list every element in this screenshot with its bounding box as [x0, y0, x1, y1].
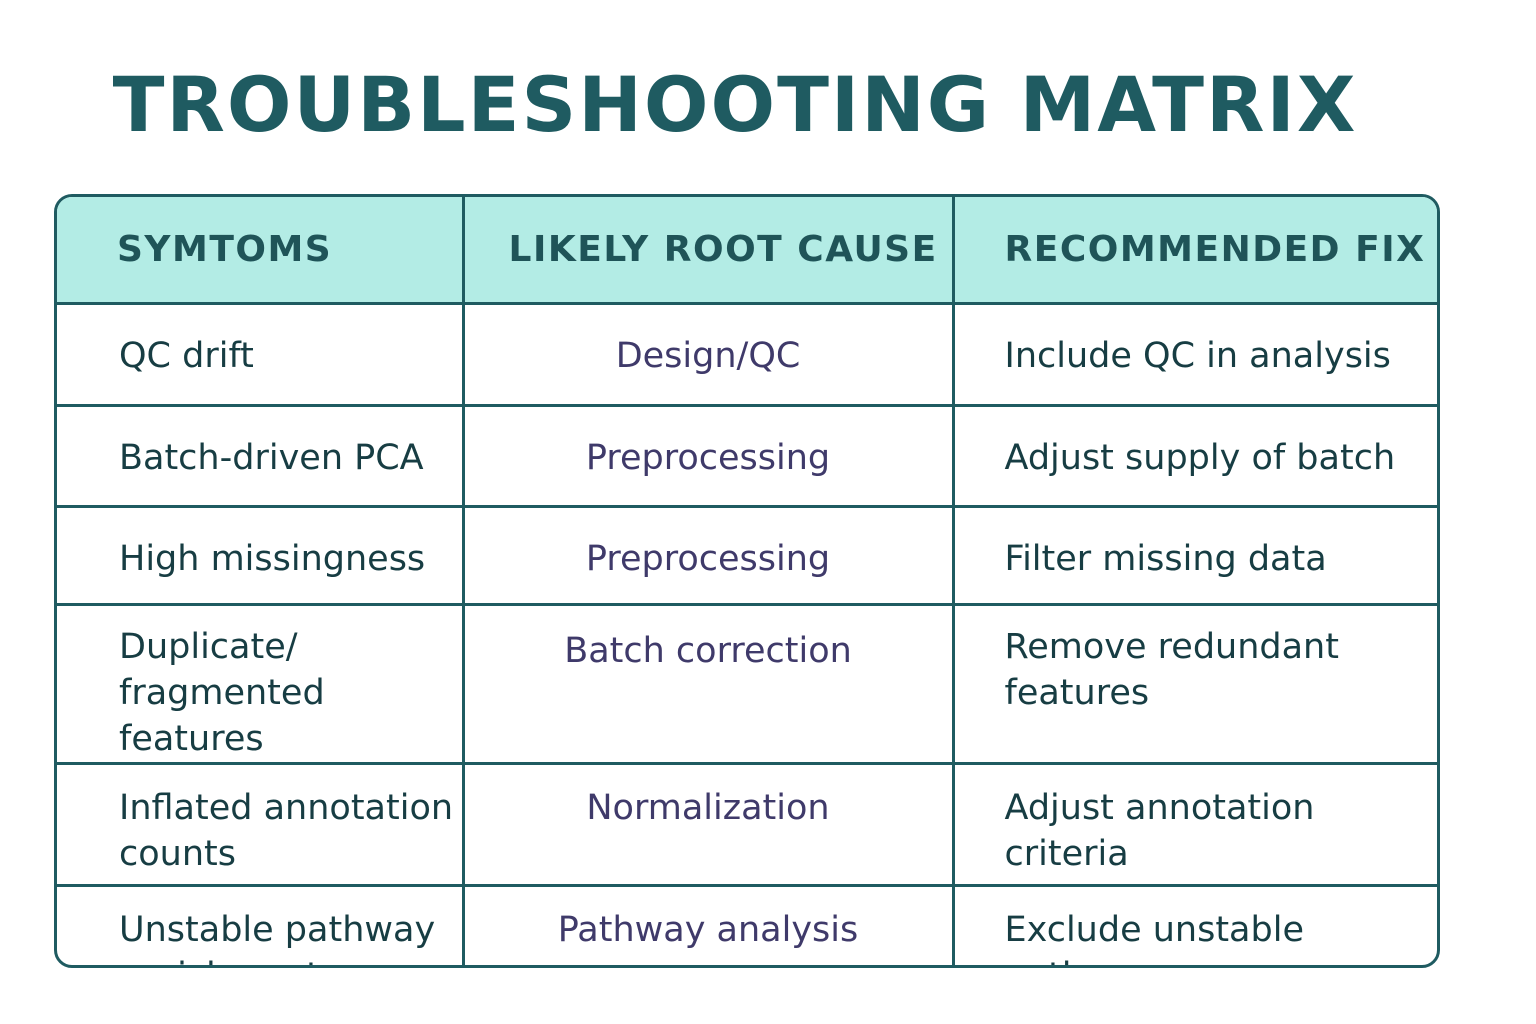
fix-cell: Adjust supply of batch — [951, 403, 1437, 508]
cause-cell: Preprocessing — [461, 504, 955, 606]
fix-cell: Include QC in analysis — [951, 301, 1437, 407]
table-row: Unstable pathway enrichment Pathway anal… — [57, 883, 1437, 965]
page-title: TROUBLESHOOTING MATRIX — [112, 60, 1358, 149]
cause-cell: Normalization — [461, 761, 955, 887]
table-header: SYMTOMS LIKELY ROOT CAUSE RECOMMENDED FI… — [57, 197, 1437, 305]
table-row: High missingness Preprocessing Filter mi… — [57, 504, 1437, 606]
symptom-cell: QC drift — [57, 301, 465, 407]
cause-cell: Batch correction — [461, 602, 955, 765]
symptom-cell: Batch-driven PCA — [57, 403, 465, 508]
table-body: QC drift Design/QC Include QC in analysi… — [57, 301, 1437, 965]
header-root-cause: LIKELY ROOT CAUSE — [461, 197, 955, 305]
matrix-table: SYMTOMS LIKELY ROOT CAUSE RECOMMENDED FI… — [57, 197, 1437, 965]
symptom-cell: High missingness — [57, 504, 465, 606]
symptom-cell: Inflated annotation counts — [57, 761, 465, 887]
header-symptoms: SYMTOMS — [57, 197, 465, 305]
symptom-cell: Unstable pathway enrichment — [57, 883, 465, 965]
table-row: Batch-driven PCA Preprocessing Adjust su… — [57, 403, 1437, 508]
troubleshooting-table: SYMTOMS LIKELY ROOT CAUSE RECOMMENDED FI… — [54, 194, 1440, 968]
table-row: QC drift Design/QC Include QC in analysi… — [57, 301, 1437, 407]
fix-cell: Filter missing data — [951, 504, 1437, 606]
header-row: SYMTOMS LIKELY ROOT CAUSE RECOMMENDED FI… — [57, 197, 1437, 305]
fix-cell: Remove redundant features — [951, 602, 1437, 765]
fix-cell: Adjust annotation criteria — [951, 761, 1437, 887]
table-row: Duplicate/ fragmented features Batch cor… — [57, 602, 1437, 765]
fix-cell: Exclude unstable pathways — [951, 883, 1437, 965]
cause-cell: Preprocessing — [461, 403, 955, 508]
cause-cell: Design/QC — [461, 301, 955, 407]
table-row: Inflated annotation counts Normalization… — [57, 761, 1437, 887]
symptom-cell: Duplicate/ fragmented features — [57, 602, 465, 765]
cause-cell: Pathway analysis — [461, 883, 955, 965]
header-fix: RECOMMENDED FIX — [951, 197, 1437, 305]
